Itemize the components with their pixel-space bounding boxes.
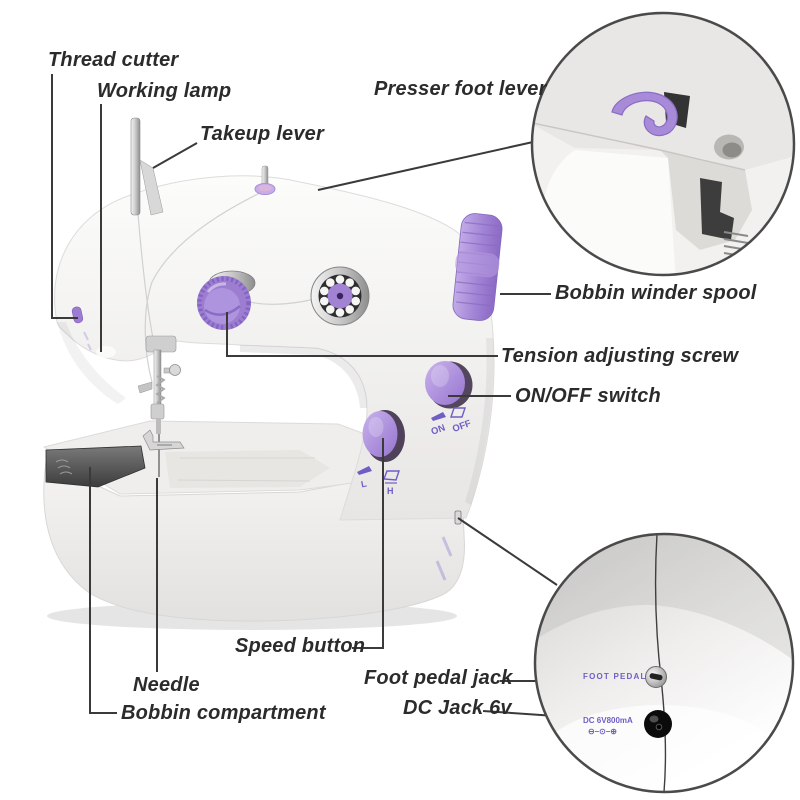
bobbin-winder bbox=[310, 266, 370, 326]
bottom-inset-connector bbox=[457, 517, 558, 586]
inset-white-column bbox=[540, 150, 676, 275]
foot-pedal-port-marking: FOOT PEDAL bbox=[583, 672, 647, 681]
label-needle: Needle bbox=[133, 674, 200, 696]
label-thread-cutter: Thread cutter bbox=[48, 49, 179, 71]
dc-port-marking: DC 6V800mA bbox=[583, 716, 633, 725]
inset-notch bbox=[700, 178, 734, 240]
off-pedal-icon bbox=[450, 407, 466, 418]
label-presser-foot-lever: Presser foot lever bbox=[374, 78, 547, 100]
thread-cutter-line bbox=[51, 74, 78, 319]
presser-foot-lever-part bbox=[611, 91, 678, 137]
label-dc-jack-6v: DC Jack 6v bbox=[403, 697, 512, 719]
arm-underside-shadow bbox=[240, 345, 367, 408]
speed-markings: L H bbox=[357, 466, 400, 496]
bottom-inset-ring bbox=[533, 532, 795, 794]
sewing-machine-photo: ON OFF L H bbox=[42, 117, 503, 630]
takeup-lever-line bbox=[152, 142, 198, 169]
label-bobbin-compartment: Bobbin compartment bbox=[121, 702, 326, 724]
compartment-grip-marks bbox=[55, 459, 73, 475]
on-pedal-icon bbox=[431, 412, 446, 421]
high-marking: H bbox=[387, 486, 394, 496]
bobbin-compartment-line bbox=[89, 467, 117, 714]
dc-jack-hole bbox=[644, 710, 672, 738]
label-tension-adjusting-screw: Tension adjusting screw bbox=[501, 345, 739, 367]
label-speed-button: Speed button bbox=[235, 635, 366, 657]
base-print-marks bbox=[435, 536, 453, 581]
label-takeup-lever: Takeup lever bbox=[200, 123, 324, 145]
working-lamp-part bbox=[96, 346, 116, 358]
head-edge-shade bbox=[57, 322, 126, 404]
needle-assembly bbox=[137, 335, 185, 477]
presser-foot bbox=[142, 429, 185, 451]
bobbin-compartment-cover bbox=[45, 445, 146, 488]
top-inset-ring bbox=[530, 11, 796, 277]
inset-upper-shade bbox=[535, 534, 793, 660]
needle-plate-line2 bbox=[177, 479, 311, 482]
presser-foot-inset bbox=[530, 11, 796, 277]
side-jack-pin bbox=[454, 510, 462, 525]
foot-pedal-jack-hole bbox=[645, 666, 667, 688]
top-inset-connector bbox=[317, 141, 534, 191]
label-working-lamp: Working lamp bbox=[97, 80, 232, 102]
label-bobbin-winder-spool: Bobbin winder spool bbox=[555, 282, 757, 304]
speed-button-control bbox=[362, 410, 405, 462]
label-foot-pedal-jack: Foot pedal jack bbox=[364, 667, 513, 689]
high-speed-icon bbox=[383, 470, 400, 481]
jacks-inset: FOOT PEDAL DC 6V800mA ⊖–⊙–⊕ bbox=[533, 532, 795, 794]
bobbin-winder-spool-wheel bbox=[452, 213, 503, 321]
tension-knob bbox=[197, 270, 256, 330]
low-marking: L bbox=[360, 478, 368, 489]
tension-screw-line bbox=[226, 312, 498, 357]
low-speed-icon bbox=[357, 466, 372, 475]
takeup-lever-rod bbox=[130, 117, 164, 216]
label-on-off-switch: ON/OFF switch bbox=[515, 385, 661, 407]
spool-pin bbox=[254, 165, 276, 195]
on-marking: ON bbox=[430, 422, 447, 437]
needle-plate bbox=[165, 450, 330, 488]
column-edge-shade bbox=[465, 338, 494, 505]
dc-polarity-marking: ⊖–⊙–⊕ bbox=[588, 727, 617, 736]
speed-button-line bbox=[352, 438, 384, 649]
